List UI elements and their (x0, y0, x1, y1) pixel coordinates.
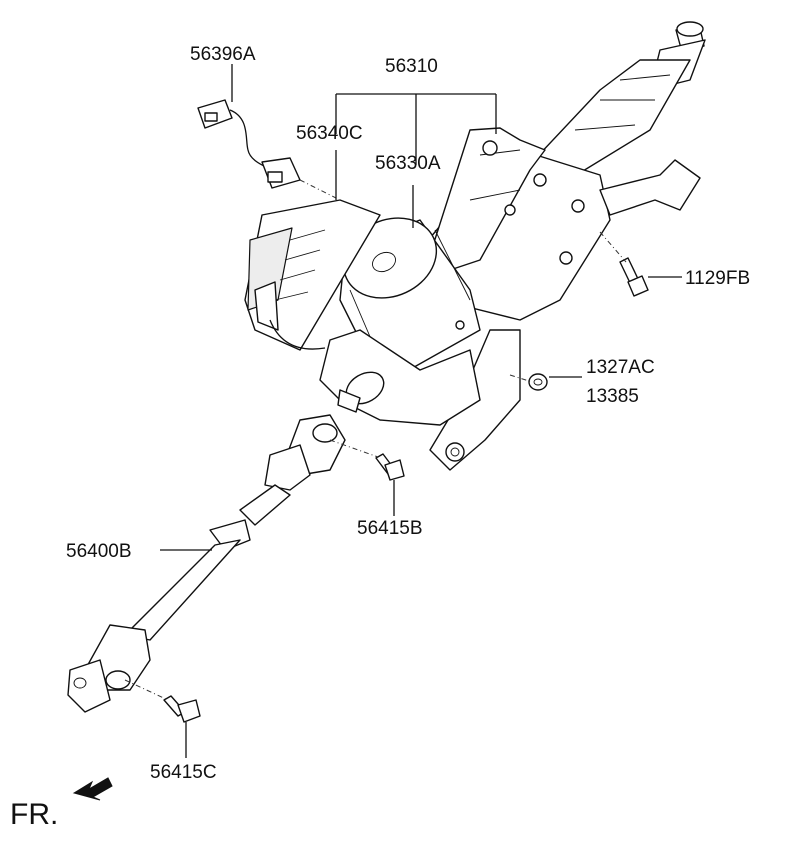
label-1129FB: 1129FB (685, 268, 750, 289)
label-1327AC: 1327AC (586, 357, 655, 378)
ecu-module (244, 199, 381, 351)
label-56340C: 56340C (296, 123, 363, 144)
front-arrow-icon (72, 777, 113, 801)
wire-harness-connector (197, 99, 301, 189)
intermediate-shaft (67, 414, 346, 713)
label-56415C: 56415C (150, 762, 217, 783)
bolt-56415C (163, 695, 201, 723)
steering-column-assembly (419, 21, 706, 471)
label-56310: 56310 (385, 56, 438, 77)
label-56400B: 56400B (66, 541, 132, 562)
bolt-56415B (375, 453, 405, 481)
bolt-1129FB (619, 257, 649, 297)
label-56415B: 56415B (357, 518, 423, 539)
nut-1327AC (528, 373, 548, 391)
motor-assembly (319, 217, 481, 426)
front-direction-indicator: FR. (10, 777, 113, 831)
label-13385: 13385 (586, 386, 639, 407)
front-label: FR. (10, 798, 58, 831)
label-56330A: 56330A (375, 153, 441, 174)
label-56396A: 56396A (190, 44, 256, 65)
